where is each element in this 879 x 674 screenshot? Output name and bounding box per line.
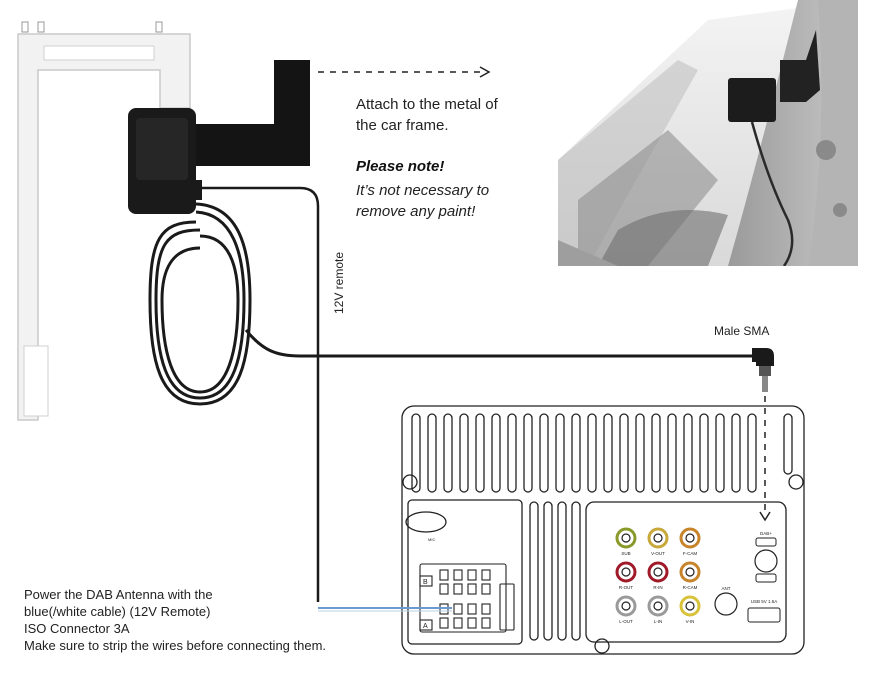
rca-jacks xyxy=(615,527,781,623)
remote-cable xyxy=(198,186,320,602)
car-installation-photo xyxy=(558,0,858,266)
car-photo-illustration xyxy=(558,0,858,266)
radio-back-panel xyxy=(401,405,805,655)
power-line-1: Power the DAB Antenna with the xyxy=(24,587,213,602)
note-body: It’s not necessary to remove any paint! xyxy=(356,180,489,222)
power-line-3: ISO Connector 3A xyxy=(24,621,130,636)
attach-line-2: the car frame. xyxy=(356,117,449,134)
power-line-2: blue(/white cable) (12V Remote) xyxy=(24,604,211,619)
iso-connector xyxy=(419,563,515,633)
label-usb: USB 5V 1.5A xyxy=(751,599,778,604)
rca-l-out xyxy=(615,595,637,617)
rca-l-in xyxy=(647,595,669,617)
label-r-cam: R-CAM xyxy=(683,585,698,590)
remote-label: 12V remote xyxy=(332,251,346,315)
iso-label-b: B xyxy=(423,579,428,586)
label-v-in: V-IN xyxy=(686,619,695,624)
label-ant: ANT xyxy=(722,586,731,591)
rca-f-cam xyxy=(679,527,701,549)
dab-port-bottom xyxy=(755,573,777,583)
rca-r-out xyxy=(615,561,637,583)
note-title: Please note! xyxy=(356,158,445,175)
label-f-cam: F-CAM xyxy=(683,551,697,556)
sma-arrow xyxy=(759,396,771,522)
cooling-fins-top xyxy=(411,413,793,493)
label-dab: DAB+ xyxy=(760,531,772,536)
label-l-in: L-IN xyxy=(654,619,663,624)
power-line-4: Make sure to strip the wires before conn… xyxy=(24,638,327,653)
antenna-amplifier xyxy=(128,108,202,214)
label-sub: SUB xyxy=(621,551,630,556)
rca-v-out xyxy=(647,527,669,549)
male-sma-connector xyxy=(752,348,774,392)
attach-line-1: Attach to the metal of xyxy=(356,96,498,113)
iso-pins xyxy=(439,569,491,629)
mic-label: MIC xyxy=(428,537,435,542)
label-r-out: R-OUT xyxy=(619,585,633,590)
note-line-1: It’s not necessary to xyxy=(356,182,490,199)
label-v-out: V-OUT xyxy=(651,551,665,556)
label-r-in: R-IN xyxy=(653,585,662,590)
coiled-cable xyxy=(148,202,752,406)
label-l-out: L-OUT xyxy=(619,619,633,624)
note-line-2: remove any paint! xyxy=(356,203,476,220)
rca-v-in xyxy=(679,595,701,617)
antenna-plate xyxy=(192,60,310,166)
attach-instruction: Attach to the metal of the car frame. xyxy=(356,94,498,136)
rca-r-in xyxy=(647,561,669,583)
dab-port-top xyxy=(755,537,777,547)
male-sma-label: Male SMA xyxy=(714,324,770,338)
attach-arrow xyxy=(318,66,491,78)
dab-port xyxy=(754,549,778,573)
antenna-bracket xyxy=(17,21,191,421)
rca-r-cam xyxy=(679,561,701,583)
usb-port xyxy=(747,607,781,623)
power-instructions: Power the DAB Antenna with the blue(/whi… xyxy=(24,586,326,654)
rca-sub xyxy=(615,527,637,549)
ant-port xyxy=(714,592,738,616)
iso-label-a: A xyxy=(423,623,428,630)
